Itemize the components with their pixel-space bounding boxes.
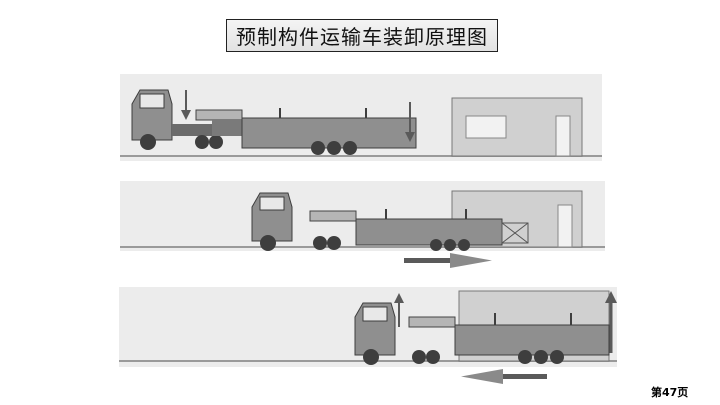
page-number: 第47页 (651, 386, 689, 399)
page-title: 预制构件运输车装卸原理图 (226, 19, 498, 52)
trailer (309, 209, 529, 251)
trailer (408, 313, 610, 364)
arrow-up-icon (394, 293, 404, 327)
truck-cab (131, 89, 223, 150)
truck-cab (251, 192, 341, 251)
diagram-panel-1 (120, 74, 602, 161)
trailer (195, 108, 417, 155)
truck-cab (354, 302, 440, 365)
arrow-down-icon (405, 102, 415, 142)
building (451, 97, 583, 157)
diagram-panel-3 (119, 287, 617, 384)
arrow-right-icon (404, 253, 492, 268)
arrow-up-icon (605, 291, 617, 353)
arrow-left-icon (461, 369, 547, 384)
arrow-down-icon (181, 90, 191, 120)
diagram-panel-2 (120, 181, 605, 268)
